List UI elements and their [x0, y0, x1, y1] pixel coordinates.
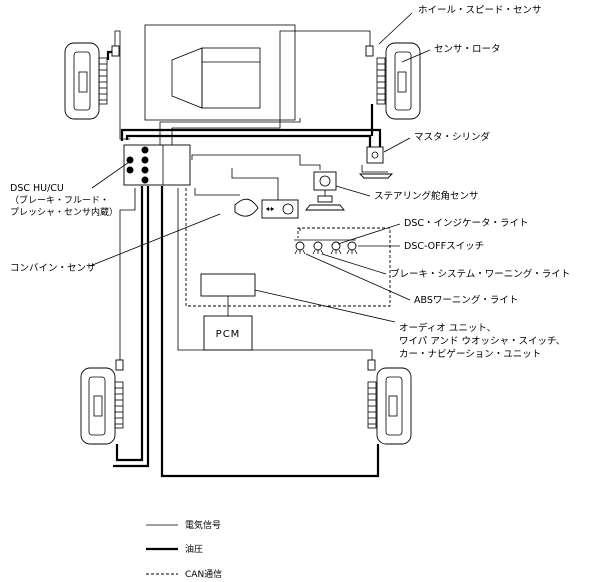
label-brake-system-warning-light: ブレーキ・システム・ワーニング・ライト: [390, 268, 570, 280]
label-combine-sensor: コンバイン・センサ: [10, 263, 96, 274]
control-module-box: [200, 273, 256, 297]
label-dsc-hu-cu: DSC HU/CU: [10, 183, 64, 194]
combine-sensor: [234, 198, 299, 219]
label-other-units-3: カー・ナビゲーション・ユニット: [399, 348, 541, 360]
engine: [144, 24, 296, 121]
steering-angle-sensor: [305, 171, 345, 211]
label-other-units-2: ワイパ アンド ウオッシャ・スイッチ、: [399, 336, 565, 347]
label-dsc-hu-cu-note-1: （ブレーキ・フルード・: [10, 194, 109, 206]
hydraulic-lines: [106, 50, 382, 478]
label-wheel-speed-sensor: ホイール・スピード・センサ: [418, 5, 542, 16]
light-bulb-4: [346, 241, 358, 255]
label-dsc-off-switch: DSC-OFFスイッチ: [404, 241, 484, 252]
legend: 電気信号 油圧 CAN通信: [146, 519, 222, 580]
electric-signal-lines: [114, 30, 373, 360]
label-other-units-1: オーディオ ユニット、: [399, 322, 496, 334]
front-right-wheel: [365, 42, 421, 120]
pcm-label: PCM: [216, 329, 241, 340]
label-master-cylinder: マスタ・シリンダ: [414, 131, 491, 143]
callout-lines: [89, 12, 431, 323]
label-steering-angle-sensor: ステアリング舵角センサ: [374, 190, 479, 202]
rear-left-wheel: [80, 359, 124, 445]
pcm-box: PCM: [203, 315, 253, 351]
label-dsc-hu-cu-note-2: プレッシャ・センサ内蔵）: [10, 206, 118, 218]
legend-hydraulic: 油圧: [185, 543, 203, 555]
label-dsc-indicator-light: DSC・インジケータ・ライト: [404, 218, 528, 229]
dsc-hu-cu-unit: [123, 144, 191, 186]
label-sensor-rotor: センサ・ロータ: [434, 44, 501, 55]
can-bus-lines: [185, 188, 391, 307]
front-left-wheel: [64, 42, 120, 120]
rear-right-wheel: [367, 359, 412, 445]
master-cylinder: [358, 146, 394, 179]
light-bulb-2: [312, 241, 324, 255]
warning-lights: [294, 239, 358, 255]
legend-can: CAN通信: [185, 568, 222, 580]
light-bulb-1: [294, 241, 306, 255]
legend-electric-signal: 電気信号: [185, 519, 221, 531]
label-abs-warning-light: ABSワーニング・ライト: [414, 294, 518, 306]
